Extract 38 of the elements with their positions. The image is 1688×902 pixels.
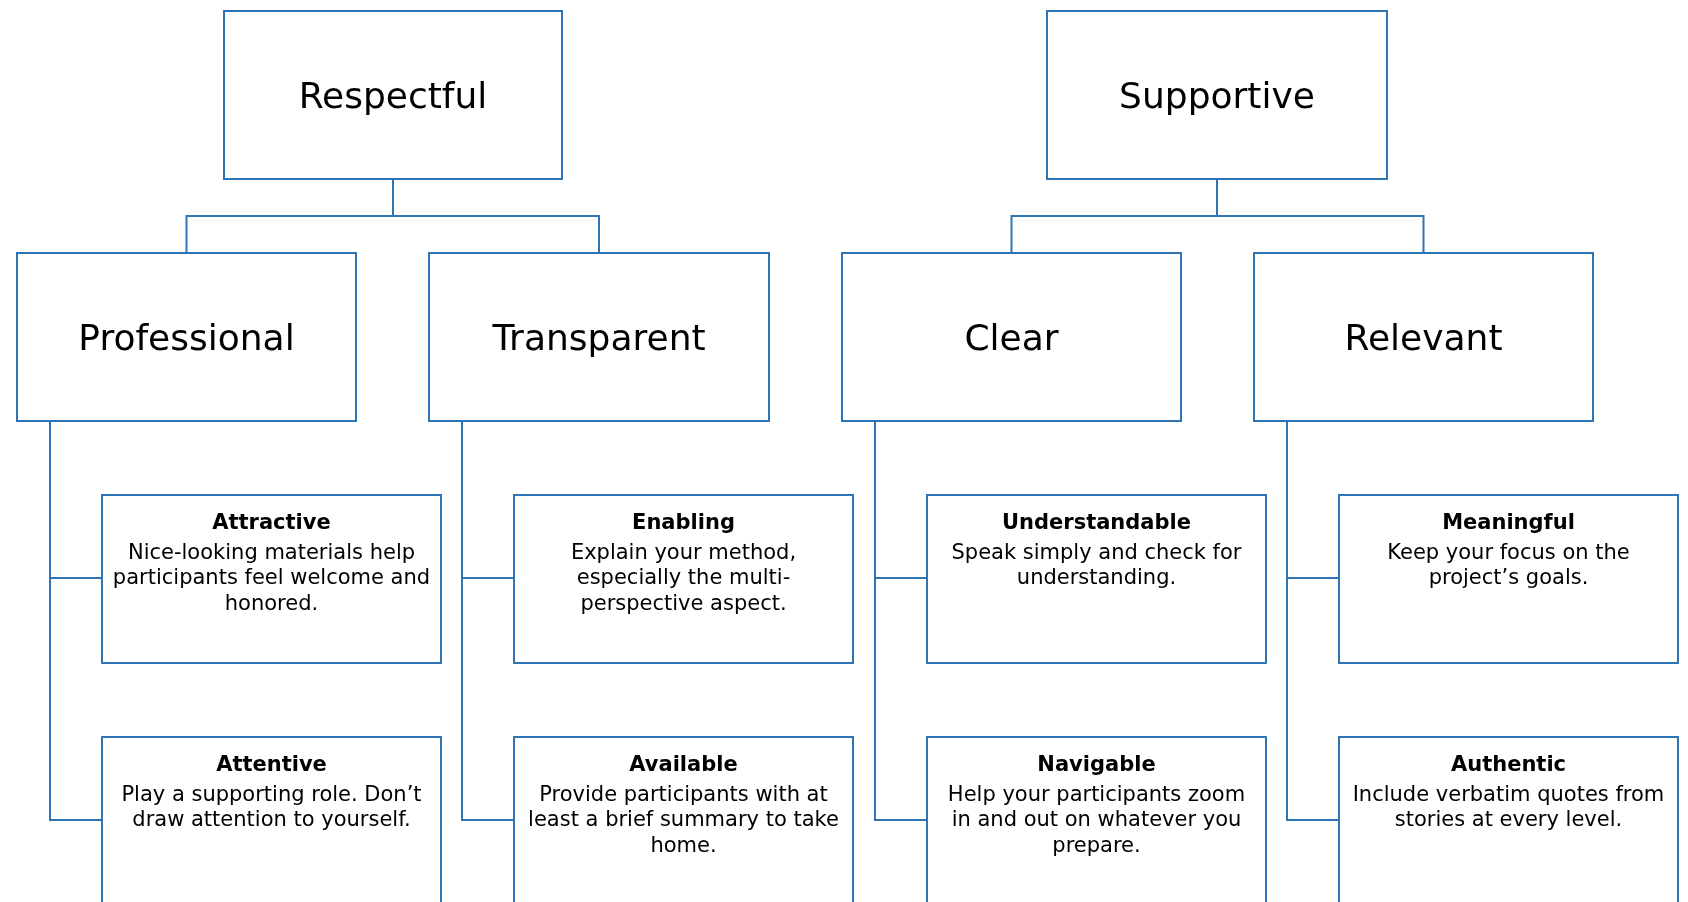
item-description: Help your participants zoom in and out on whatever you prepare. — [946, 781, 1247, 859]
item-description: Nice-looking materials help participants feel welcome and honored. — [111, 539, 432, 617]
category-box — [223, 10, 563, 180]
description-box — [101, 736, 442, 902]
category-box — [428, 252, 770, 422]
item-description: Provide participants with at least a brief summary to take home. — [527, 781, 840, 859]
category-title: Relevant — [1344, 316, 1503, 358]
category-title: Clear — [964, 316, 1059, 358]
category-title: Transparent — [492, 316, 706, 358]
item-heading: Authentic — [1450, 752, 1567, 778]
description-box — [926, 736, 1267, 902]
connector-line — [392, 179, 600, 253]
item-heading: Understandable — [1002, 510, 1191, 536]
item-description: Explain your method, especially the multi-perspective aspect. — [569, 539, 798, 617]
item-heading: Meaningful — [1442, 510, 1575, 536]
description-box — [1338, 494, 1679, 664]
description-box — [1338, 736, 1679, 902]
item-description: Include verbatim quotes from stories at every level. — [1351, 781, 1666, 833]
item-description: Speak simply and check for understanding. — [950, 539, 1243, 591]
category-title: Respectful — [298, 74, 488, 116]
item-heading: Enabling — [632, 510, 735, 536]
item-description: Play a supporting role. Don’t draw attention to yourself. — [120, 781, 423, 833]
item-heading: Attentive — [216, 752, 327, 778]
category-box — [1046, 10, 1388, 180]
category-title: Professional — [78, 316, 295, 358]
category-box — [1253, 252, 1594, 422]
description-box — [513, 494, 854, 664]
description-box — [926, 494, 1267, 664]
category-box — [16, 252, 357, 422]
description-box — [513, 736, 854, 902]
item-heading: Attractive — [212, 510, 331, 536]
item-description: Keep your focus on the project’s goals. — [1386, 539, 1631, 591]
description-box — [101, 494, 442, 664]
connector-line — [1216, 179, 1425, 253]
item-heading: Available — [629, 752, 738, 778]
category-box — [841, 252, 1182, 422]
item-heading: Navigable — [1037, 752, 1156, 778]
category-title: Supportive — [1119, 74, 1315, 116]
